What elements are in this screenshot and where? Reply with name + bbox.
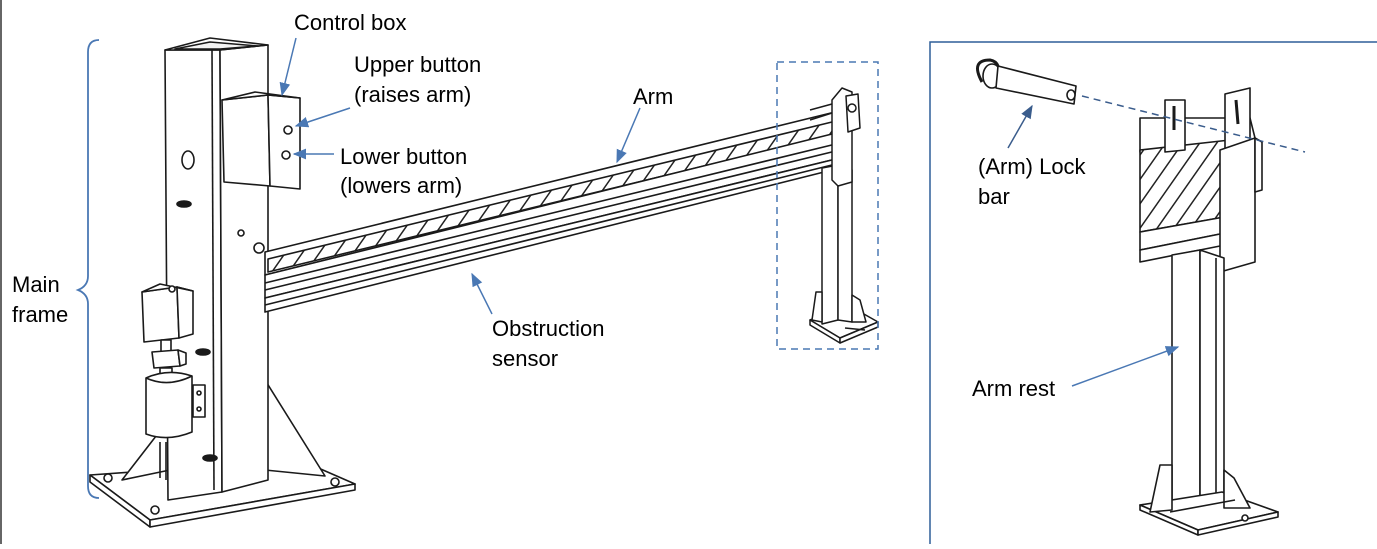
leader-lines: [279, 37, 641, 315]
detail-panel: [929, 41, 1377, 544]
leader-arm: [616, 107, 641, 164]
actuator-cylinder: [145, 371, 193, 439]
label-control-box: Control box: [294, 10, 407, 35]
label-upper-button-line1: Upper button: [354, 52, 482, 77]
label-upper-button-line2: (raises arm): [354, 82, 472, 107]
label-arm-rest: Arm rest: [972, 376, 1056, 401]
label-lock-bar-line1: (Arm) Lock: [978, 154, 1086, 179]
leader-upper-button: [294, 107, 351, 128]
label-lower-button-line2: (lowers arm): [340, 173, 463, 198]
detail-panel-border: [929, 41, 1377, 544]
leader-obstruction-sensor: [471, 272, 493, 315]
detail-drawing: [976, 58, 1279, 536]
leader-lock-bar: [1007, 104, 1033, 149]
label-main-frame-line1: Main: [12, 272, 60, 297]
lock-bar-body: [995, 65, 1077, 105]
leader-control-box: [279, 37, 297, 97]
main-frame-brace: [75, 39, 100, 499]
label-arm: Arm: [633, 84, 674, 109]
leader-arm-rest: [1071, 346, 1180, 387]
label-lock-bar-line2: bar: [978, 184, 1010, 209]
detail-callout-box: [776, 61, 879, 350]
arm-rest-post: [1171, 249, 1201, 513]
label-lower-button-line1: Lower button: [340, 144, 468, 169]
control-box-body: [221, 94, 271, 187]
main-frame-drawing: [89, 37, 356, 528]
label-obstruction-sensor-line2: sensor: [492, 346, 559, 371]
actuator-head: [141, 286, 180, 343]
arm-drawing: [264, 111, 841, 313]
label-obstruction-sensor-line1: Obstruction: [492, 316, 605, 341]
label-main-frame-line2: frame: [12, 302, 69, 327]
lock-bar-insert-guide: [1081, 95, 1306, 153]
arm-rest-small-drawing: [809, 87, 879, 344]
